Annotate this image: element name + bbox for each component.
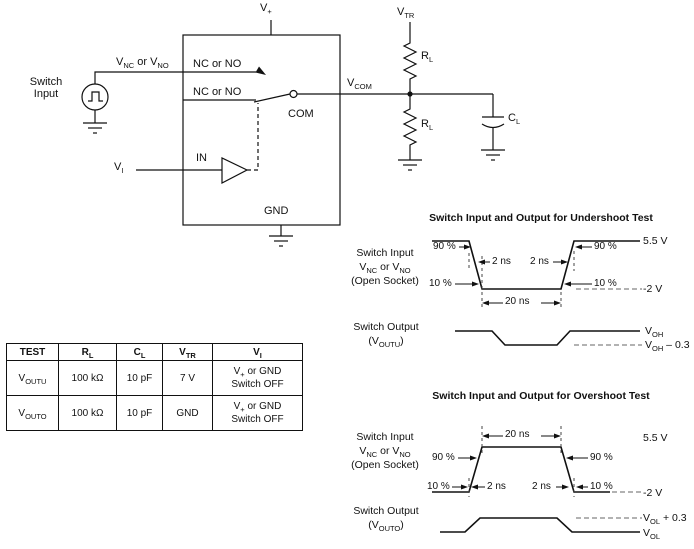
overshoot-measurement-arrows — [452, 433, 588, 490]
vol-label: VOL — [643, 527, 661, 542]
cell-test: VOUTO — [6, 395, 59, 431]
cell-rl: 100 kΩ — [58, 395, 117, 431]
vnc-vno-label: VNC or VNO — [116, 56, 169, 71]
ground-icon-cl — [481, 149, 505, 161]
col-header-vtr: VTR — [162, 343, 213, 361]
cell-cl: 10 pF — [116, 395, 163, 431]
undershoot-waveforms — [432, 240, 642, 346]
cell-vi: V+ or GND Switch OFF — [212, 395, 303, 431]
cell-vtr: 7 V — [162, 360, 213, 396]
pulse-source-icon — [81, 83, 109, 111]
table-row-voutu: VOUTU 100 kΩ 10 pF 7 V V+ or GND Switch … — [6, 360, 303, 396]
cell-rl: 100 kΩ — [58, 360, 117, 396]
overshoot-10pct-left-label: 10 % — [427, 481, 450, 492]
undershoot-input-waveform — [432, 240, 640, 290]
overshoot-10pct-right-label: 10 % — [590, 481, 613, 492]
col-header-test: TEST — [6, 343, 59, 361]
undershoot-measurement-guides — [468, 251, 575, 308]
undershoot-input-signal-label: Switch Input VNC or VNO (Open Socket) — [351, 247, 419, 287]
voh-minus-03-label: VOH – 0.3 — [645, 339, 690, 354]
voh-label: VOH — [645, 325, 664, 340]
ground-icon-dut — [269, 235, 293, 247]
schematic — [81, 20, 505, 247]
cl-label: CL — [508, 112, 521, 127]
vtr-label: VTR — [397, 6, 415, 21]
overshoot-input-waveform — [432, 446, 610, 493]
undershoot-2ns-right-label: 2 ns — [530, 256, 549, 267]
test-conditions-table: TEST RL CL VTR VI VOUTU 100 kΩ 10 pF 7 V… — [6, 343, 303, 431]
cell-test: VOUTU — [6, 360, 59, 396]
undershoot-measurement-arrows — [455, 244, 592, 306]
undershoot-90pct-left-label: 90 % — [433, 241, 456, 252]
com-pin-label: COM — [288, 108, 314, 120]
overshoot-2ns-right-label: 2 ns — [532, 481, 551, 492]
capacitor-cl — [481, 116, 505, 129]
overshoot-title: Switch Input and Output for Overshoot Te… — [432, 390, 650, 402]
vol-plus-03-label: VOL + 0.3 — [643, 512, 687, 527]
overshoot-20ns-label: 20 ns — [505, 429, 530, 440]
v-plus-label: V+ — [260, 2, 272, 17]
nc-no-arrow-icon — [255, 66, 266, 75]
vi-label: VI — [114, 161, 124, 176]
col-header-rl: RL — [58, 343, 117, 361]
cell-vi: V+ or GND Switch OFF — [212, 360, 303, 396]
rl-bottom-label: RL — [421, 118, 434, 133]
undershoot-10pct-left-label: 10 % — [429, 278, 452, 289]
buffer-symbol — [221, 157, 249, 184]
undershoot-20ns-label: 20 ns — [505, 296, 530, 307]
undershoot-low-level-label: -2 V — [643, 283, 663, 295]
overshoot-90pct-right-label: 90 % — [590, 452, 613, 463]
overshoot-output-waveform — [440, 517, 640, 533]
undershoot-2ns-left-label: 2 ns — [492, 256, 511, 267]
vcom-label: VCOM — [347, 77, 372, 92]
undershoot-high-level-label: 5.5 V — [643, 235, 668, 247]
in-pin-label: IN — [196, 152, 207, 164]
overshoot-low-level-label: -2 V — [643, 487, 663, 499]
undershoot-title: Switch Input and Output for Undershoot T… — [429, 212, 653, 224]
ground-icon-source — [83, 122, 107, 134]
nc-no-label-2: NC or NO — [193, 86, 242, 98]
nc-no-label-1: NC or NO — [193, 58, 242, 70]
cell-vtr: GND — [162, 395, 213, 431]
col-header-cl: CL — [116, 343, 163, 361]
overshoot-high-level-label: 5.5 V — [643, 432, 668, 444]
overshoot-measurement-guides — [468, 426, 575, 497]
control-dashed-line — [247, 103, 259, 171]
gnd-pin-label: GND — [264, 205, 289, 217]
undershoot-10pct-right-label: 10 % — [594, 278, 617, 289]
resistor-rl-top — [402, 40, 418, 82]
input-wire — [94, 71, 183, 84]
undershoot-output-signal-label: Switch Output (VOUTU) — [353, 321, 419, 350]
switch-symbol — [253, 89, 298, 103]
overshoot-90pct-left-label: 90 % — [432, 452, 455, 463]
overshoot-output-signal-label: Switch Output (VOUTO) — [353, 505, 419, 534]
overshoot-input-signal-label: Switch Input VNC or VNO (Open Socket) — [351, 431, 419, 471]
undershoot-90pct-right-label: 90 % — [594, 241, 617, 252]
overshoot-2ns-left-label: 2 ns — [487, 481, 506, 492]
table-header-row: TEST RL CL VTR VI — [6, 343, 303, 361]
ground-icon-rl — [398, 159, 422, 171]
switch-input-label: Switch Input — [29, 76, 63, 100]
rl-top-label: RL — [421, 50, 434, 65]
dut-box — [182, 34, 341, 226]
resistor-rl-bottom — [402, 106, 418, 148]
overshoot-waveforms — [432, 426, 642, 533]
col-header-vi: VI — [212, 343, 303, 361]
cell-cl: 10 pF — [116, 360, 163, 396]
undershoot-output-waveform — [455, 330, 640, 346]
table-row-vouto: VOUTO 100 kΩ 10 pF GND V+ or GND Switch … — [6, 395, 303, 431]
